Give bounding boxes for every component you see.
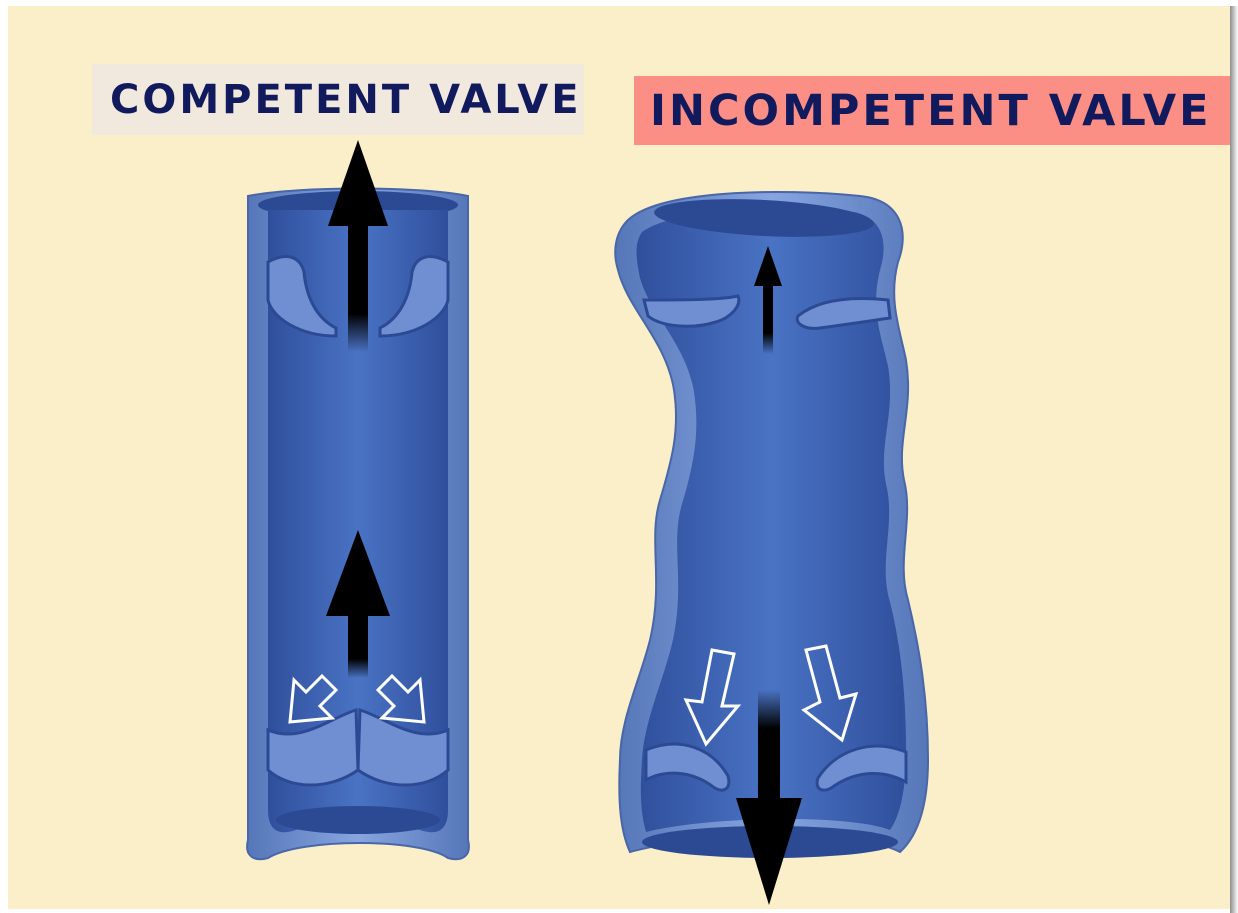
competent-vein-bottom-opening: [276, 806, 440, 834]
